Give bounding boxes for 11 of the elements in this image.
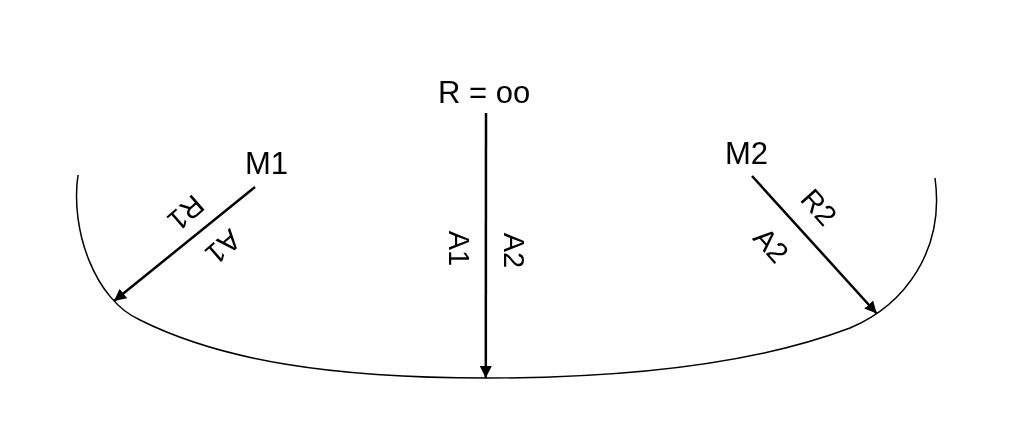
line-label: R2 — [794, 183, 842, 231]
line-label: A2 — [747, 222, 793, 268]
line-label: A1 — [443, 230, 473, 266]
arrow — [479, 113, 492, 378]
point-label: M2 — [725, 138, 769, 169]
point-label: R = oo — [438, 77, 531, 108]
arrow — [113, 186, 256, 302]
line-label: A2 — [498, 232, 528, 268]
curved-surface — [75, 174, 938, 379]
arrow — [751, 175, 878, 315]
point-label: M1 — [245, 148, 289, 179]
